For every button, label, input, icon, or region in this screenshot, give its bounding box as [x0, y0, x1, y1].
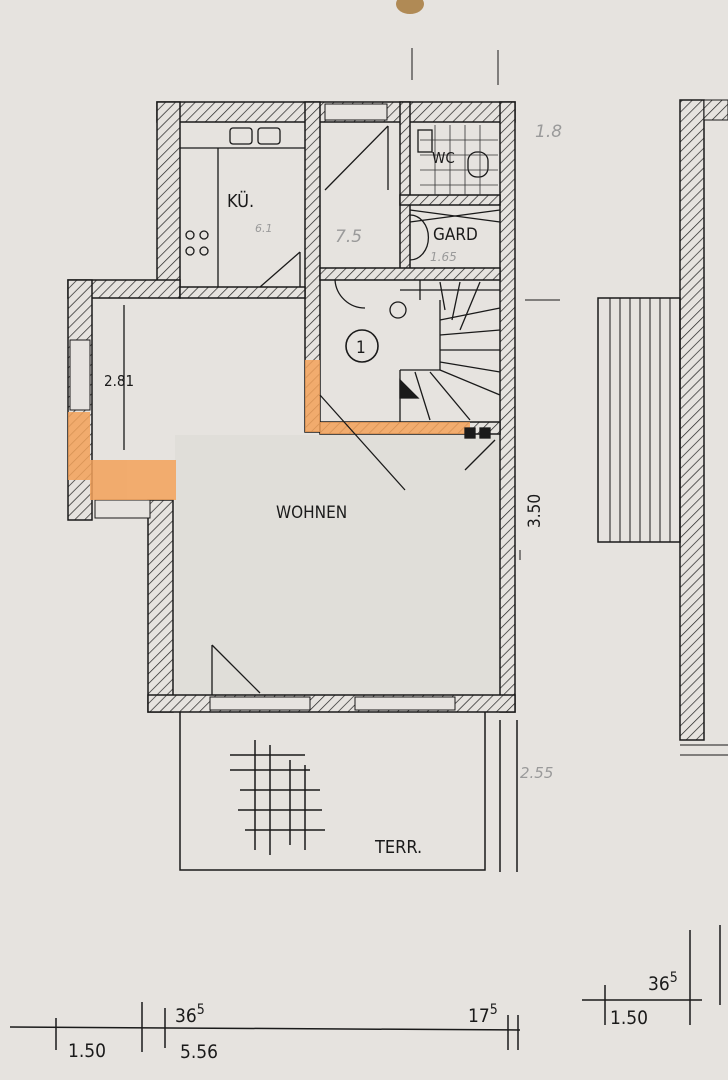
terrace-label: TERR.: [374, 837, 422, 858]
toilet-icon: [467, 151, 489, 178]
wardrobe-label: GARD: [433, 225, 478, 245]
wc-area: 1.8: [535, 122, 562, 142]
stair-number: 1: [356, 338, 366, 358]
living-dimension: 3.50: [525, 494, 545, 528]
living-floor: [175, 435, 500, 697]
terrace: [179, 712, 518, 872]
terrace-door: [211, 644, 261, 695]
sink-icon: [229, 127, 253, 145]
highlight-marks: [68, 360, 470, 500]
dim-end: 175: [468, 1002, 498, 1027]
stove-icon: [185, 230, 195, 240]
living-pencil-dimension: 2.55: [520, 764, 553, 782]
fixtures: [180, 125, 501, 288]
wc-tiles: [420, 125, 498, 195]
dim-left: 1.50: [68, 1040, 106, 1062]
wardrobe-area: 1.65: [430, 250, 457, 264]
adjacent-plan: [597, 99, 728, 756]
dim-wall: 365: [175, 1002, 205, 1027]
dim-right: 1.50: [610, 1007, 648, 1029]
kitchen-label: KÜ.: [227, 190, 254, 212]
bay-dimension: 2.81: [104, 372, 134, 390]
dimension-line: [9, 925, 721, 1052]
dim-right-wall: 365: [648, 970, 678, 995]
living-label: WOHNEN: [276, 503, 347, 523]
windows: [69, 103, 456, 711]
stair-marker: [345, 329, 379, 363]
kitchen-area: 6.1: [255, 222, 273, 235]
pin: [396, 0, 424, 14]
wc-label: WC: [432, 149, 455, 167]
staircase: [319, 279, 501, 491]
dim-main: 5.56: [180, 1041, 218, 1063]
hall-area: 7.5: [335, 227, 362, 247]
guide-lines: [411, 48, 560, 560]
